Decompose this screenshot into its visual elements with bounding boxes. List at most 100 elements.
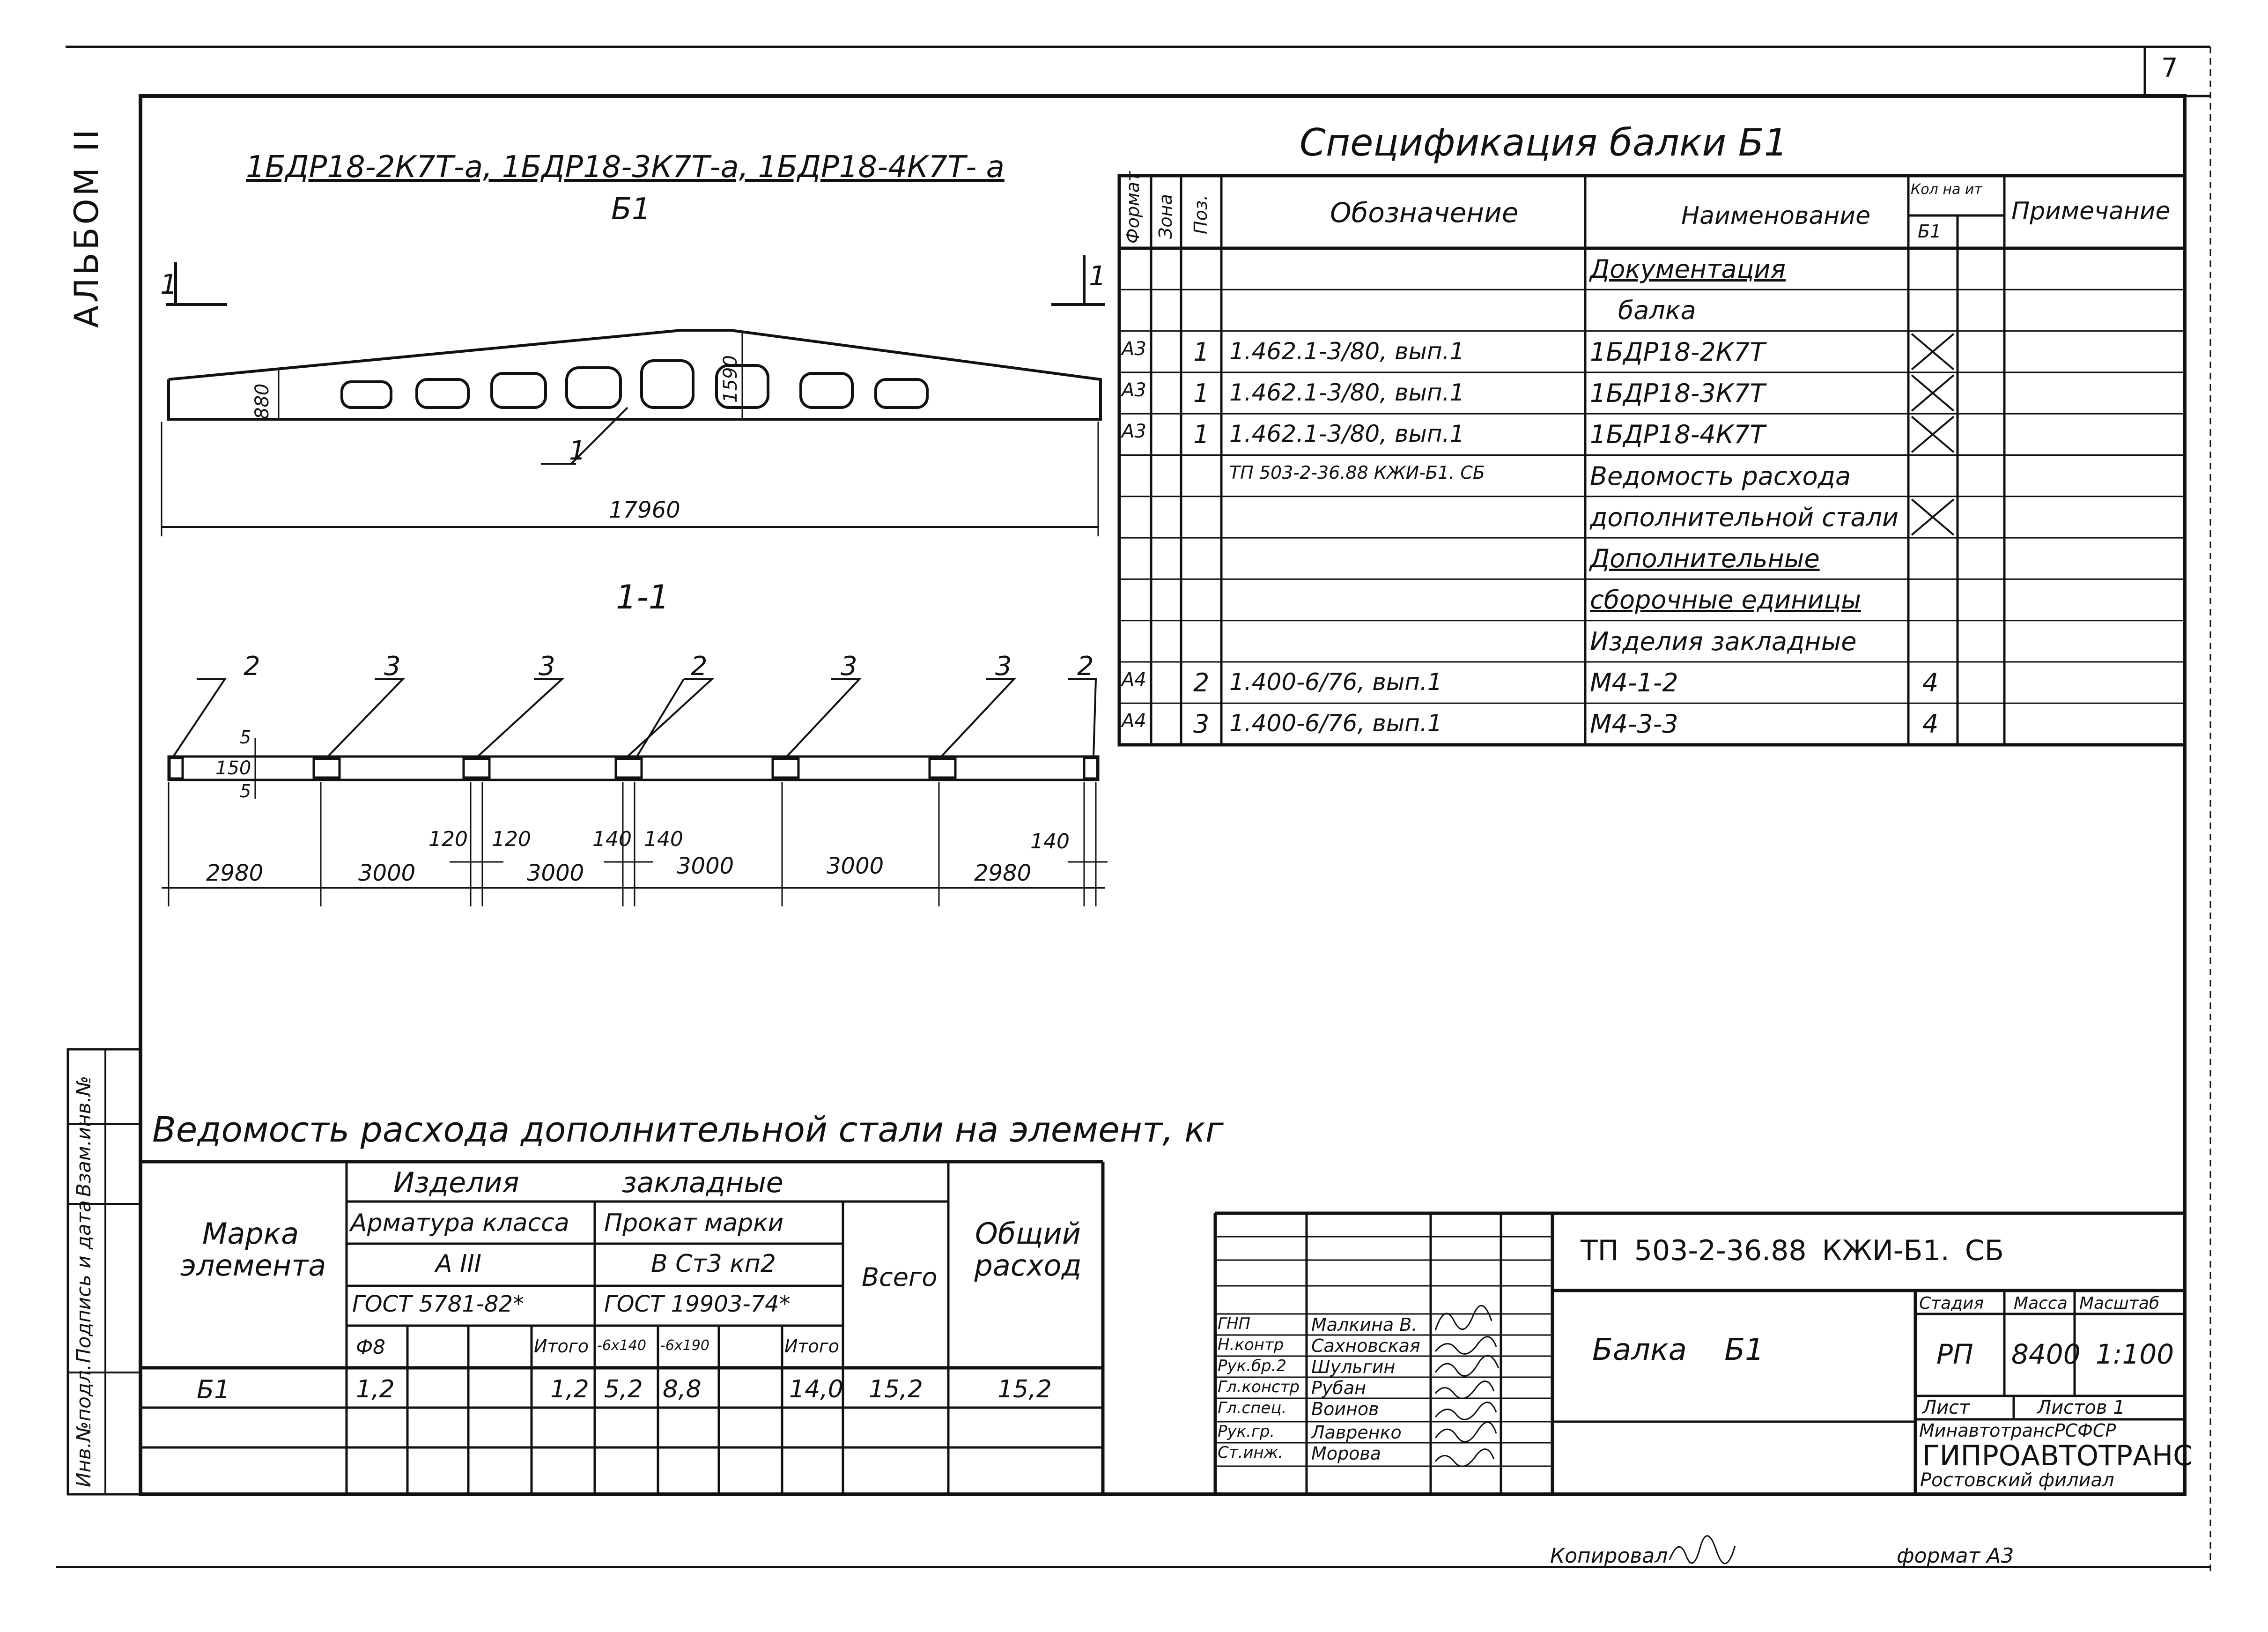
steel-row-f8: 1,2 xyxy=(356,1375,395,1403)
section-callout: 3 xyxy=(384,651,401,682)
mass-header: Масса xyxy=(2014,1294,2068,1313)
spec-cell-name: М4-3-3 xyxy=(1590,709,1678,739)
spec-cell-name: М4-1-2 xyxy=(1590,668,1678,697)
element-title: Б1 xyxy=(611,192,651,227)
small-dim: 140 xyxy=(644,827,683,851)
spec-header-designation: Обозначение xyxy=(1330,197,1519,229)
steel-h-rebar-class: А III xyxy=(436,1250,482,1278)
steel-h-total: Всего xyxy=(862,1262,938,1292)
scale-header: Масштаб xyxy=(2079,1294,2160,1313)
spec-cell-pos: 1 xyxy=(1193,337,1210,367)
spec-cell-name: Ведомость расхода xyxy=(1590,461,1851,491)
signatory-role: Рук.бр.2 xyxy=(1218,1357,1286,1375)
spec-header-name: Наименование xyxy=(1681,202,1871,230)
signatory-name: Шульгин xyxy=(1311,1357,1396,1377)
steel-row-itogo2: 14,0 xyxy=(789,1375,843,1403)
spec-cell-name: дополнительной стали xyxy=(1590,502,1899,532)
steel-row-p190: 8,8 xyxy=(663,1375,702,1403)
span-dim: 3000 xyxy=(677,853,734,879)
section-callout: 2 xyxy=(244,651,260,682)
signatory-name: Рубан xyxy=(1311,1378,1366,1398)
signatory-role: Ст.инж. xyxy=(1218,1443,1284,1462)
beam-marks-title: 1БДР18-2К7Т-а, 1БДР18-3К7Т-а, 1БДР18-4К7… xyxy=(246,150,1005,185)
spec-cell-format: А3 xyxy=(1122,421,1146,443)
small-dim: 140 xyxy=(1030,830,1070,853)
sheet-number: 7 xyxy=(2161,53,2178,83)
steel-row-itogo1: 1,2 xyxy=(550,1375,589,1403)
section-callout: 3 xyxy=(841,651,857,682)
spec-cell-designation: 1.400-6/76, вып.1 xyxy=(1229,668,1442,696)
signatory-role: Н.контр xyxy=(1218,1335,1284,1354)
spec-cross-mark xyxy=(1911,415,1955,453)
spec-cell-format: А3 xyxy=(1122,338,1146,360)
steel-h-rolled-gost: ГОСТ 19903-74* xyxy=(604,1291,790,1317)
signatory-role: Гл.констр xyxy=(1218,1378,1300,1396)
spec-cell-designation: 1.462.1-3/80, вып.1 xyxy=(1229,337,1465,365)
steel-row-general: 15,2 xyxy=(997,1375,1052,1403)
section-marker-left: 1 xyxy=(160,268,177,300)
spec-cell-name: 1БДР18-2К7Т xyxy=(1590,337,1766,367)
steel-sub: Ф8 xyxy=(356,1335,385,1358)
spec-cross-mark xyxy=(1911,498,1955,536)
signatory-name: Сахновская xyxy=(1311,1335,1420,1356)
spec-cross-mark xyxy=(1911,333,1955,371)
spec-cell-format: А3 xyxy=(1122,379,1146,401)
steel-sub: -6х140 xyxy=(597,1337,646,1354)
beam-length: 17960 xyxy=(609,497,680,523)
steel-h-mark: Марка элемента xyxy=(180,1217,326,1283)
title-block-code: ТП 503-2-36.88 КЖИ-Б1. СБ xyxy=(1581,1234,2004,1267)
steel-sub: Итого xyxy=(784,1336,840,1357)
section-callout: 3 xyxy=(539,651,555,682)
spec-cell-designation: 1.462.1-3/80, вып.1 xyxy=(1229,378,1465,406)
section-callout: 3 xyxy=(995,651,1012,682)
dim-5-bottom: 5 xyxy=(240,781,251,801)
span-dim: 3000 xyxy=(527,860,584,886)
dim-5-top: 5 xyxy=(240,727,251,748)
signatory-name: Морова xyxy=(1311,1443,1381,1464)
steel-h-rolled-grade: В Ст3 кп2 xyxy=(651,1250,776,1278)
title-block-name: Балка Б1 xyxy=(1592,1333,1764,1367)
small-dim: 140 xyxy=(592,827,632,851)
spec-cell-name: Документация xyxy=(1590,254,1786,284)
spec-cell-qty: 4 xyxy=(1922,709,1939,739)
steel-row-p140: 5,2 xyxy=(604,1375,643,1403)
steel-title: Ведомость расхода дополнительной стали н… xyxy=(152,1110,1224,1150)
steel-row-mark: Б1 xyxy=(197,1375,230,1404)
spec-title: Спецификация балки Б1 xyxy=(1300,121,1788,164)
signatory-role: Рук.гр. xyxy=(1218,1422,1275,1441)
span-dim: 2980 xyxy=(974,860,1032,886)
spec-cell-format: А4 xyxy=(1122,669,1146,690)
steel-row-total: 15,2 xyxy=(869,1375,923,1403)
spec-cell-name: Дополнительные xyxy=(1590,544,1820,574)
signatory-role: Гл.спец. xyxy=(1218,1399,1287,1417)
steel-h-rebar: Арматура класса xyxy=(350,1209,569,1237)
spec-cell-pos: 1 xyxy=(1193,420,1210,450)
footer-copied: Копировал xyxy=(1550,1544,1668,1568)
org-name: ГИПРОАВТОТРАНС xyxy=(1922,1439,2193,1472)
spec-cell-name: 1БДР18-4К7Т xyxy=(1590,420,1766,450)
spec-cell-designation: 1.400-6/76, вып.1 xyxy=(1229,710,1442,737)
spec-cell-designation: ТП 503-2-36.88 КЖИ-Б1. СБ xyxy=(1229,462,1485,483)
spec-cell-name: сборочные единицы xyxy=(1590,585,1862,615)
spec-cell-pos: 1 xyxy=(1193,378,1210,408)
span-dim: 3000 xyxy=(358,860,416,886)
span-dim: 3000 xyxy=(827,853,884,879)
signatory-role: ГНП xyxy=(1218,1314,1251,1333)
spec-header-qty: Кол на ит xyxy=(1911,181,1982,198)
spec-cell-name: Изделия закладные xyxy=(1590,626,1857,656)
org-branch: Ростовский филиал xyxy=(1920,1469,2114,1491)
spec-cell-name: 1БДР18-3К7Т xyxy=(1590,378,1766,408)
spec-cell-pos: 3 xyxy=(1193,709,1210,739)
footer-format: формат А3 xyxy=(1897,1544,2014,1568)
signatory-name: Лавренко xyxy=(1311,1422,1402,1443)
spec-cell-format: А4 xyxy=(1122,710,1146,732)
section-callout: 2 xyxy=(1077,651,1094,682)
sheet-header: Лист xyxy=(1922,1397,1970,1418)
spec-cell-name: балка xyxy=(1618,296,1696,326)
copier-signature xyxy=(1669,1535,1736,1565)
steel-sub: Итого xyxy=(534,1336,589,1357)
position-1-label: 1 xyxy=(569,436,586,466)
